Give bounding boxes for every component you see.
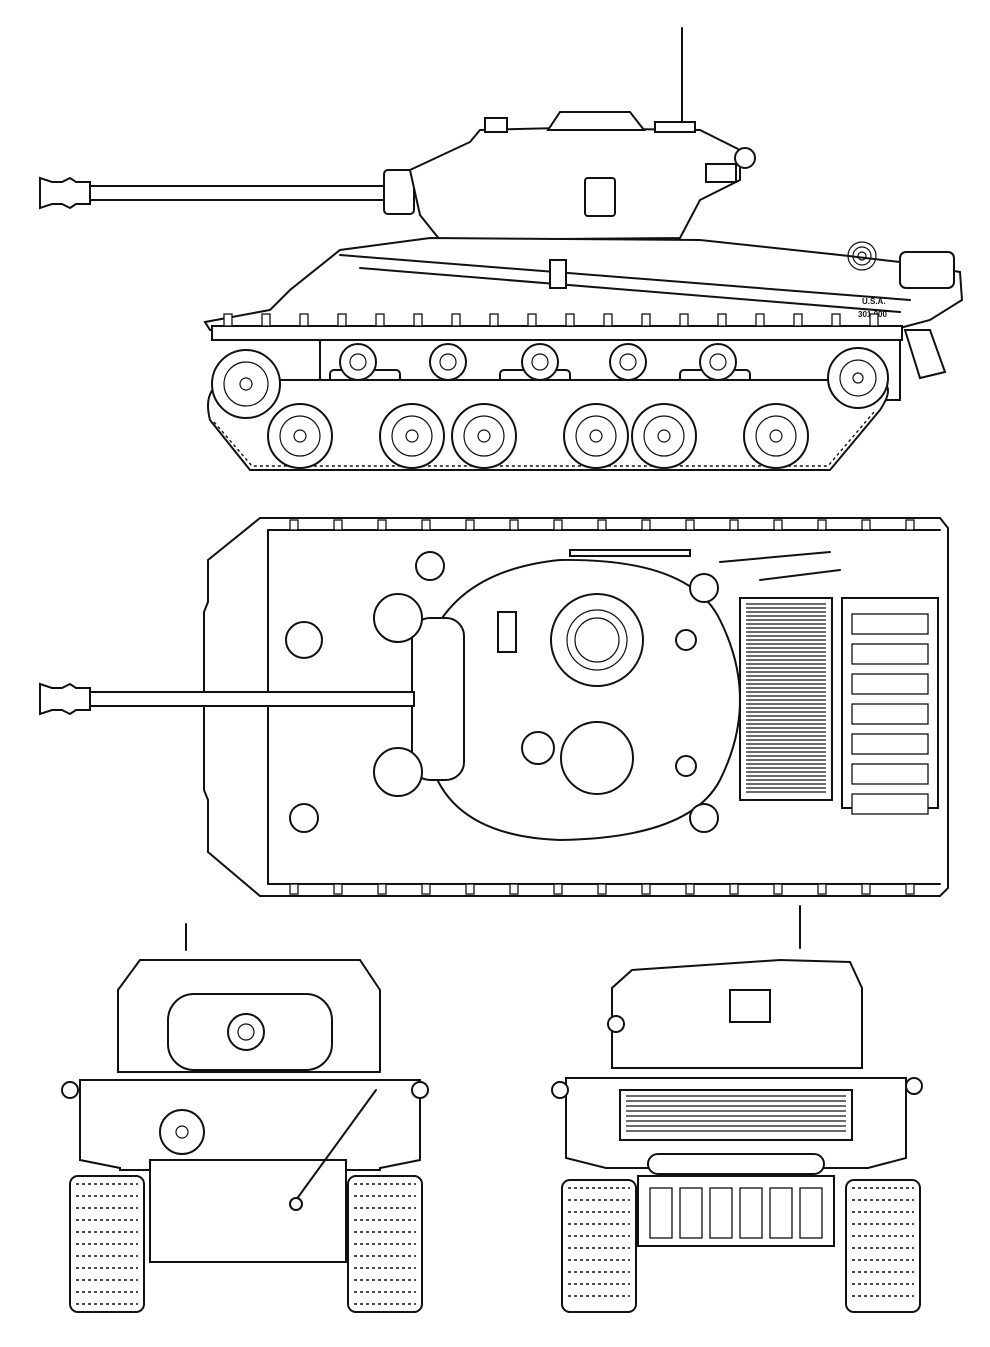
- top-deck-tools: [569, 549, 841, 833]
- rear-light-right: [905, 1077, 923, 1095]
- top-commander-cupola: [550, 593, 644, 687]
- top-grille-slats: [746, 603, 826, 793]
- front-hull-hatch: [159, 1109, 205, 1155]
- rear-light-left: [551, 1081, 569, 1099]
- top-gun-mantlet: [411, 617, 465, 781]
- top-periscope: [521, 731, 555, 765]
- front-headlight-right: [411, 1081, 429, 1099]
- side-periscope: [484, 117, 508, 133]
- side-turret: [408, 126, 741, 242]
- side-idler-wheel: [827, 347, 889, 409]
- top-fender-bolts: [289, 519, 915, 895]
- side-road-wheels: [267, 403, 809, 469]
- top-driver-hatches: [285, 551, 445, 833]
- top-loader-hatch: [560, 721, 634, 795]
- top-rack-slats: [851, 613, 929, 815]
- side-sponson-rail: [211, 325, 903, 341]
- side-hull-fitting: [549, 259, 567, 289]
- front-lower-plate: [149, 1159, 347, 1263]
- front-gun-muzzle: [227, 1013, 265, 1051]
- side-turret-hook: [734, 147, 756, 169]
- side-drive-sprocket: [211, 349, 281, 419]
- top-turret-fitting: [497, 611, 517, 653]
- front-view: [61, 923, 429, 1313]
- top-view: [39, 517, 949, 897]
- side-gun: [39, 169, 415, 215]
- hull-marking-line1: U.S.A.: [862, 297, 886, 306]
- side-cupola: [546, 111, 647, 131]
- side-hatch: [584, 177, 616, 217]
- top-gun: [39, 682, 415, 716]
- rear-grille: [619, 1089, 853, 1141]
- side-rear-stowage: [899, 251, 955, 289]
- front-hull: [79, 1079, 421, 1171]
- front-tow-cable: [295, 1089, 377, 1201]
- side-return-rollers: [339, 343, 737, 381]
- front-headlight-left: [61, 1081, 79, 1099]
- rear-view: [551, 905, 923, 1313]
- rear-tracks: [561, 1179, 921, 1313]
- rear-turret-box: [729, 989, 771, 1023]
- front-tracks: [69, 1175, 423, 1313]
- side-rail-bolts: [223, 313, 879, 327]
- side-view: U.S.A. 301,000: [39, 27, 964, 471]
- side-cable-coil: [847, 241, 877, 271]
- rear-exhaust: [647, 1153, 825, 1175]
- side-tow-bracket: [903, 329, 947, 380]
